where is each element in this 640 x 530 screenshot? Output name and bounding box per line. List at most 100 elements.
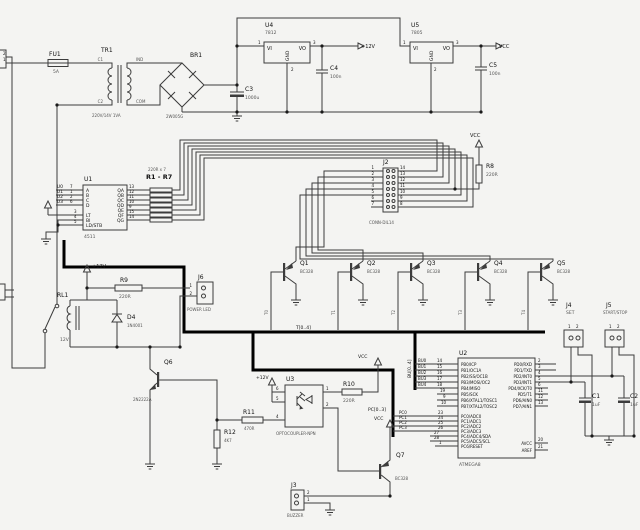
wire-segment	[294, 500, 299, 506]
u2-num-3: 3	[538, 364, 541, 369]
wire-segment	[382, 167, 399, 213]
bus-bu-label: BU[0..4]	[407, 359, 413, 378]
u2-pin-pc3: PC3/ADC3	[461, 429, 482, 434]
wire-segment	[201, 293, 206, 299]
wire-segment	[283, 263, 286, 281]
secondary-bottom-wire	[134, 85, 161, 106]
wire-segment	[295, 170, 383, 261]
wire-segment	[316, 69, 328, 74]
br1-value: 2W005G	[166, 114, 183, 119]
wire-segment	[632, 434, 636, 438]
u3-num-5: 5	[276, 396, 279, 401]
wire-segment	[85, 286, 89, 290]
bus-pc	[251, 332, 395, 437]
tr1-pin-ind: IND	[136, 57, 143, 62]
r9-ref: R9	[120, 277, 128, 284]
u2-left-pin-wires	[393, 363, 458, 447]
u2-pin-pb1: PB1/OC1A	[461, 368, 482, 373]
wire-segment	[56, 223, 60, 227]
wire-segment	[464, 271, 477, 330]
mains-switch	[42, 303, 60, 334]
wire-segment	[159, 379, 218, 420]
wire-segment	[479, 110, 483, 114]
net-bu2: BU2	[418, 370, 427, 375]
u2-num-10: 10	[441, 400, 447, 405]
u1-pin-stb: LD/STB	[86, 223, 102, 229]
wire-segment	[230, 94, 244, 97]
wire-segment	[391, 169, 396, 173]
wire-segment	[535, 387, 548, 407]
u1-value: 4511	[84, 234, 96, 240]
j2-num-5: 5	[371, 189, 374, 194]
net-t1: T1	[331, 310, 336, 316]
j6-value: POWER LED	[187, 307, 211, 312]
c5-ref: C5	[489, 62, 497, 69]
wire-segment	[543, 263, 550, 270]
wire-segment	[178, 345, 182, 349]
wire-segment	[386, 205, 390, 209]
u2-pin-pb4: PB4/MISO	[461, 386, 480, 391]
fuse-to-primary-wire	[68, 62, 113, 68]
r10-vcc-label: VCC	[358, 354, 367, 360]
q7-ref: Q7	[396, 452, 405, 459]
wire-segment	[115, 345, 119, 349]
rail-12v-label: +12V	[361, 44, 376, 50]
j6-ref: J6	[197, 274, 204, 281]
rl1-value: 12V	[60, 337, 70, 343]
transistor-q7	[379, 434, 391, 496]
u2-right-pin-wires	[535, 363, 624, 451]
u1-pin-c: C	[86, 198, 89, 204]
u1-num-d: 6	[70, 199, 73, 204]
wire-segment	[215, 418, 219, 422]
optocoupler-u3	[271, 384, 379, 472]
wire-segment	[172, 142, 444, 196]
wire-segment	[386, 199, 390, 203]
u2-pin-pb7: PB7/XTAL2/TOSC2	[461, 404, 498, 409]
u1-net-u2: U2	[57, 194, 63, 200]
q4-ref: Q4	[494, 260, 503, 267]
dc-feed-wire	[236, 17, 410, 85]
u2-num-13: 13	[538, 400, 544, 405]
transistor-q3	[397, 260, 424, 330]
wire-segment	[455, 154, 480, 190]
segment-wires	[172, 139, 474, 221]
wire-segment	[371, 200, 383, 208]
wire-segment	[285, 110, 289, 114]
r11-ref: R11	[243, 409, 255, 416]
bus-t	[62, 240, 545, 334]
j3-num-2: 2	[307, 490, 310, 495]
transformer-tr1	[107, 62, 134, 106]
aux-connector	[0, 283, 6, 301]
u1-net-u1: U1	[57, 189, 63, 195]
u2-pin-pd4: PD4/XCK/T0	[508, 386, 532, 391]
r9-value: 220R	[119, 294, 131, 300]
wire-segment	[323, 391, 379, 472]
rl1-ref: RL1	[57, 292, 69, 299]
u3-num-4: 4	[276, 414, 279, 419]
bus-pc-label: PC[0..3]	[368, 407, 386, 413]
u5-pin-gnd: GND	[429, 50, 435, 61]
q2-ref: Q2	[367, 260, 376, 267]
wire-segment	[386, 181, 390, 185]
mains-neutral-wire	[6, 56, 46, 369]
j2-num-12: 12	[400, 177, 406, 182]
u3-ref: U3	[286, 376, 294, 383]
j5-ref: J5	[605, 302, 612, 309]
u2-pin-pd5: PD5/T1	[518, 392, 533, 397]
u1-num-bi: 4	[74, 214, 77, 219]
j2-num-6: 6	[371, 195, 374, 200]
wire-segment	[477, 263, 480, 281]
resistor-r12	[213, 420, 221, 460]
wire-segment	[290, 489, 305, 511]
wire-segment	[172, 154, 468, 216]
transistor-q2	[337, 260, 364, 330]
wire-segment	[480, 263, 487, 270]
wire-segment	[350, 263, 353, 281]
net-t3: T3	[458, 310, 463, 316]
c4-ref: C4	[330, 65, 338, 72]
u2-pin-pd1: PD1/TXD	[514, 368, 532, 373]
wire-segment	[201, 285, 206, 291]
mcu-section	[393, 329, 635, 459]
wire-segment	[386, 169, 390, 173]
